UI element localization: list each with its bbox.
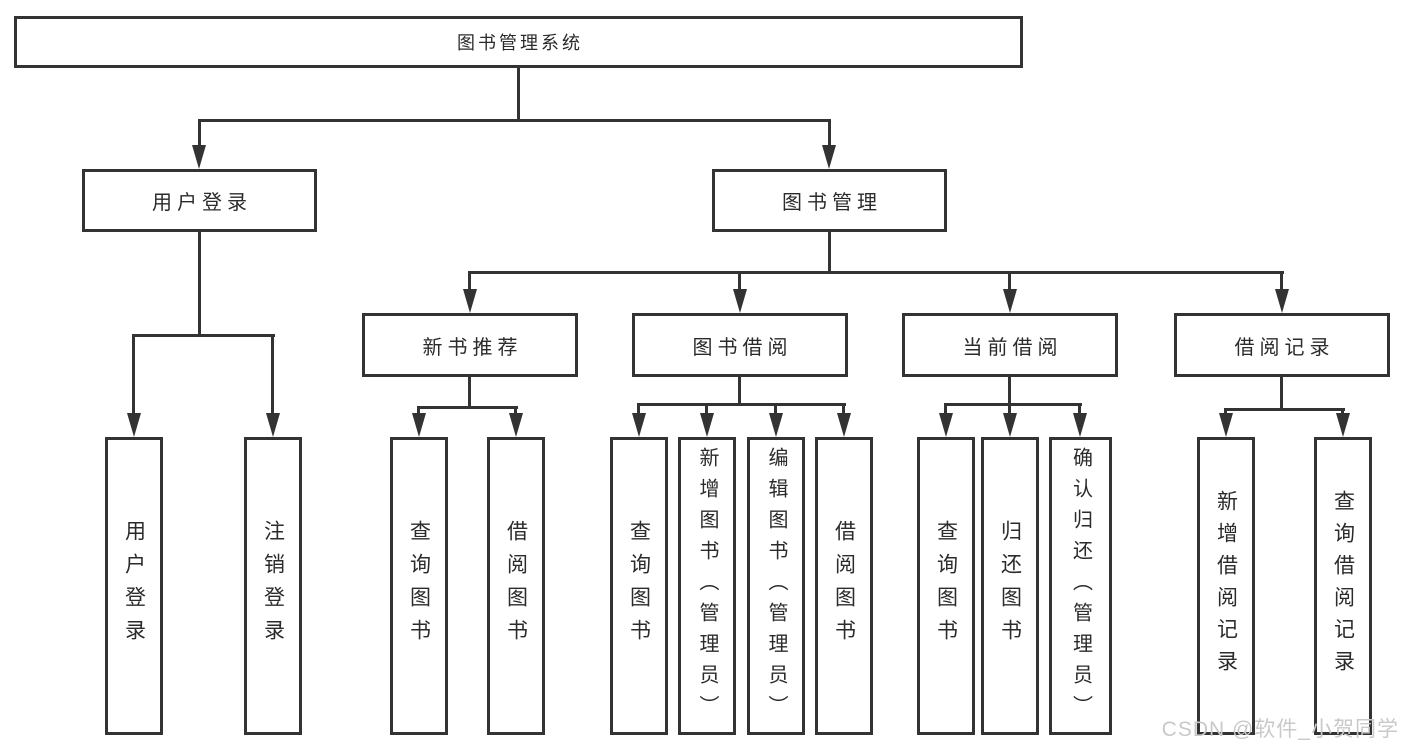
connector-line	[417, 406, 420, 416]
node-library-management-system: 图书管理系统	[14, 16, 1023, 68]
leaf-label: 查询借阅记录	[1331, 490, 1355, 682]
leaf-borrow-books: 借阅图书	[487, 437, 545, 735]
node-current-borrowing: 当前借阅	[902, 313, 1118, 377]
leaf-label: 查询图书	[627, 520, 651, 652]
arrowhead-down	[463, 289, 477, 313]
node-book-borrowing: 图书借阅	[632, 313, 848, 377]
leaf-label: 查询图书	[934, 520, 958, 652]
arrowhead-down	[837, 413, 851, 437]
connector-line	[514, 406, 517, 416]
arrowhead-down	[700, 413, 714, 437]
connector-line	[637, 403, 640, 413]
connector-line	[1224, 408, 1227, 416]
connector-line	[198, 119, 201, 147]
arrowhead-down	[1073, 413, 1087, 437]
connector-line	[271, 334, 274, 414]
leaf-label: 新增借阅记录	[1214, 490, 1238, 682]
leaf-query-books: 查询图书	[610, 437, 668, 735]
leaf-add-borrow-record: 新增借阅记录	[1197, 437, 1255, 735]
connector-line	[132, 334, 275, 337]
connector-line	[738, 377, 741, 405]
node-label: 图书管理系统	[457, 33, 583, 53]
leaf-user-login: 用户登录	[105, 437, 163, 735]
arrowhead-down	[733, 289, 747, 313]
connector-line	[944, 403, 947, 413]
connector-line	[468, 271, 471, 291]
leaf-label: 归还图书	[998, 520, 1022, 652]
leaf-confirm-return-admin: 确认归还（管理员）	[1049, 437, 1112, 735]
connector-line	[198, 119, 831, 122]
node-borrowing-records: 借阅记录	[1174, 313, 1390, 377]
node-user-login: 用户登录	[82, 169, 317, 232]
leaf-logout: 注销登录	[244, 437, 302, 735]
arrowhead-down	[412, 413, 426, 437]
node-book-management: 图书管理	[712, 169, 947, 232]
arrowhead-down	[1336, 413, 1350, 437]
leaf-label: 新增图书（管理员）	[696, 446, 718, 726]
connector-line	[1224, 408, 1345, 411]
arrowhead-down	[127, 413, 141, 437]
arrowhead-down	[769, 413, 783, 437]
connector-line	[774, 403, 777, 413]
arrowhead-down	[632, 413, 646, 437]
leaf-label: 查询图书	[407, 520, 431, 652]
connector-line	[637, 403, 846, 406]
node-label: 用户登录	[152, 192, 252, 214]
node-label: 借阅记录	[1234, 336, 1335, 359]
node-label: 当前借阅	[962, 336, 1063, 359]
connector-line	[1008, 271, 1011, 291]
leaf-query-borrow-record: 查询借阅记录	[1314, 437, 1372, 735]
arrowhead-down	[1003, 289, 1017, 313]
node-label: 图书借阅	[692, 336, 793, 359]
connector-line	[705, 403, 708, 413]
connector-line	[468, 271, 1284, 274]
connector-line	[1280, 377, 1283, 410]
leaf-label: 用户登录	[122, 520, 146, 652]
leaf-borrow-books: 借阅图书	[815, 437, 873, 735]
connector-line	[1008, 403, 1011, 413]
leaf-label: 编辑图书（管理员）	[765, 446, 787, 726]
connector-line	[828, 232, 831, 273]
leaf-return-books: 归还图书	[981, 437, 1039, 735]
leaf-query-books: 查询图书	[390, 437, 448, 735]
leaf-edit-book-admin: 编辑图书（管理员）	[747, 437, 805, 735]
arrowhead-down	[1275, 289, 1289, 313]
node-label: 新书推荐	[422, 336, 523, 359]
connector-line	[944, 403, 1082, 406]
connector-line	[1341, 408, 1344, 416]
connector-line	[842, 403, 845, 413]
node-label: 图书管理	[782, 192, 882, 214]
leaf-query-books: 查询图书	[917, 437, 975, 735]
connector-line	[1280, 271, 1283, 291]
csdn-watermark: CSDN @软件_小贺同学	[1161, 718, 1399, 741]
connector-line	[1078, 403, 1081, 413]
connector-line	[1008, 377, 1011, 405]
arrowhead-down	[1003, 413, 1017, 437]
leaf-label: 借阅图书	[832, 520, 856, 652]
leaf-label: 确认归还（管理员）	[1069, 446, 1092, 726]
connector-line	[517, 68, 520, 121]
leaf-label: 借阅图书	[504, 520, 528, 652]
connector-line	[198, 232, 201, 336]
arrowhead-down	[509, 413, 523, 437]
leaf-add-book-admin: 新增图书（管理员）	[678, 437, 736, 735]
connector-line	[417, 406, 518, 409]
arrowhead-down	[822, 145, 836, 169]
arrowhead-down	[1219, 413, 1233, 437]
connector-line	[828, 119, 831, 147]
connector-line	[132, 334, 135, 414]
connector-line	[468, 377, 471, 408]
connector-line	[738, 271, 741, 291]
arrowhead-down	[192, 145, 206, 169]
arrowhead-down	[939, 413, 953, 437]
leaf-label: 注销登录	[261, 520, 285, 652]
arrowhead-down	[266, 413, 280, 437]
node-new-book-recommend: 新书推荐	[362, 313, 578, 377]
